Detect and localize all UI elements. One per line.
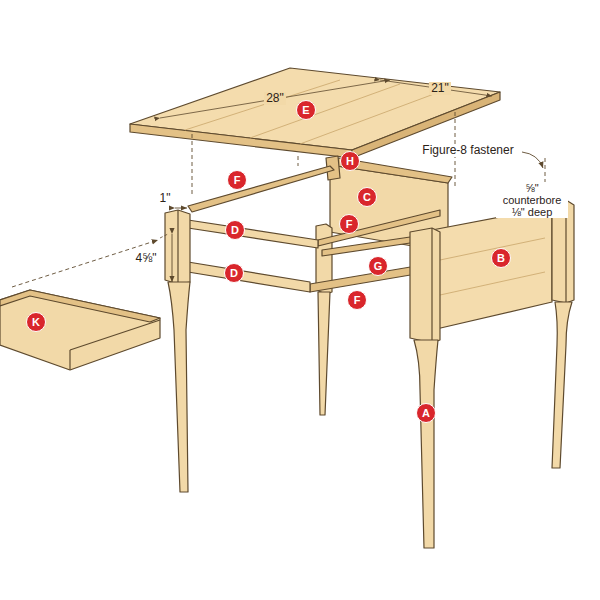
note-label: ⅝" counterbore ⅛" deep <box>496 182 568 218</box>
callout-letter: F <box>347 290 367 310</box>
callout-letter: E <box>296 100 316 120</box>
dimension-label: 28" <box>264 92 286 105</box>
dimension-label: Figure-8 fastener <box>420 144 515 157</box>
callout-letter: D <box>224 263 244 283</box>
callout-letter: H <box>340 151 360 171</box>
dimension-label: 21" <box>429 82 451 95</box>
callout-letter: K <box>26 312 46 332</box>
dimension-label: 1" <box>158 192 173 205</box>
callout-letter: F <box>227 170 247 190</box>
dimension-label: 4⅝" <box>134 252 159 265</box>
callout-letter: F <box>339 214 359 234</box>
callout-letter: B <box>491 248 511 268</box>
callout-letter: C <box>357 187 377 207</box>
callout-letter: A <box>416 403 436 423</box>
callout-letter: G <box>368 256 388 276</box>
callout-letter: D <box>225 220 245 240</box>
